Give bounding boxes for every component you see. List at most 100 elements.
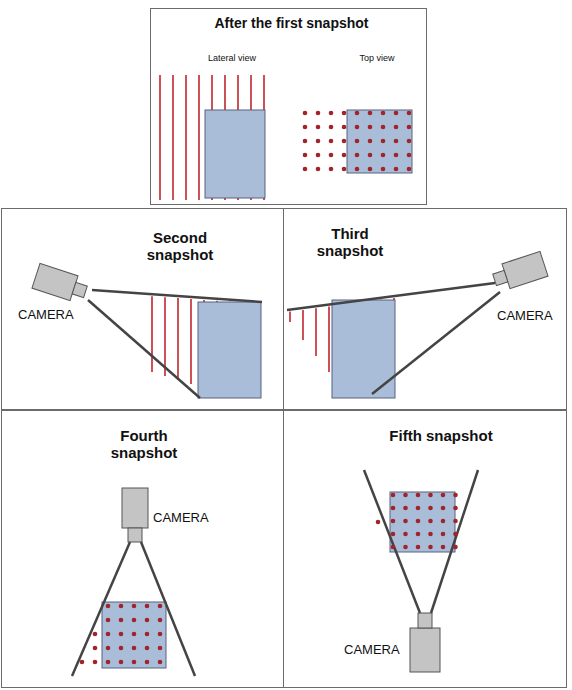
scan-dot bbox=[381, 153, 386, 158]
object-block bbox=[102, 602, 166, 668]
camera-symbol bbox=[122, 488, 148, 528]
scan-dot bbox=[132, 604, 137, 609]
scan-dot bbox=[93, 646, 98, 651]
scan-dot bbox=[381, 167, 386, 172]
scan-dot bbox=[158, 618, 163, 623]
panel-heading: Fifth snapshot bbox=[376, 427, 506, 444]
scan-dot bbox=[329, 111, 334, 116]
scan-line bbox=[198, 75, 200, 200]
scan-line bbox=[185, 75, 187, 200]
scan-dot bbox=[132, 618, 137, 623]
camera-label: CAMERA bbox=[153, 511, 233, 526]
scan-dot bbox=[407, 153, 412, 158]
view-cone bbox=[88, 300, 200, 398]
scan-dot bbox=[416, 493, 421, 498]
scan-dot bbox=[394, 125, 399, 130]
scan-dot bbox=[368, 153, 373, 158]
scan-dot bbox=[403, 506, 408, 511]
panel-heading: Third snapshot bbox=[302, 225, 398, 260]
snapshot-panel: Second snapshotCAMERA bbox=[1, 208, 284, 410]
scan-dot bbox=[376, 520, 381, 525]
scan-line bbox=[328, 307, 330, 372]
scan-dot bbox=[368, 125, 373, 130]
scan-dot bbox=[407, 111, 412, 116]
camera-symbol bbox=[491, 251, 548, 292]
scan-dot bbox=[316, 139, 321, 144]
scan-line bbox=[302, 310, 304, 340]
scan-dot bbox=[145, 660, 150, 665]
scan-dot bbox=[381, 125, 386, 130]
object-block bbox=[198, 302, 261, 398]
scan-dot bbox=[342, 111, 347, 116]
scan-dot bbox=[342, 167, 347, 172]
scan-dots bbox=[80, 111, 458, 665]
scan-dot bbox=[394, 153, 399, 158]
scan-dot bbox=[329, 167, 334, 172]
scan-dot bbox=[132, 660, 137, 665]
scan-dot bbox=[316, 125, 321, 130]
scan-line bbox=[159, 75, 161, 200]
scan-dot bbox=[145, 646, 150, 651]
scan-dot bbox=[329, 125, 334, 130]
view-cone bbox=[92, 290, 262, 302]
scan-dot bbox=[342, 139, 347, 144]
scan-dot bbox=[132, 646, 137, 651]
view-cone bbox=[287, 283, 495, 310]
scan-dot bbox=[441, 506, 446, 511]
scan-dot bbox=[441, 519, 446, 524]
scan-dot bbox=[403, 545, 408, 550]
scan-dot bbox=[158, 632, 163, 637]
scan-dot bbox=[106, 632, 111, 637]
scan-dot bbox=[441, 532, 446, 537]
scan-dot bbox=[453, 506, 458, 511]
scan-dot bbox=[428, 506, 433, 511]
scan-dot bbox=[394, 139, 399, 144]
view-cone bbox=[141, 542, 195, 676]
scan-dot bbox=[106, 660, 111, 665]
scan-line bbox=[289, 312, 291, 322]
scan-dot bbox=[158, 660, 163, 665]
scan-dot bbox=[391, 545, 396, 550]
camera-symbol bbox=[410, 628, 440, 672]
scan-dot bbox=[329, 139, 334, 144]
scan-dot bbox=[368, 111, 373, 116]
scan-dot bbox=[403, 532, 408, 537]
scan-dot bbox=[453, 493, 458, 498]
scan-line bbox=[172, 75, 174, 200]
scan-dot bbox=[428, 519, 433, 524]
object-block bbox=[390, 492, 455, 552]
scan-dot bbox=[428, 493, 433, 498]
panel-heading: Fourth snapshot bbox=[94, 427, 194, 462]
scan-dot bbox=[342, 153, 347, 158]
view-cone bbox=[431, 470, 478, 613]
scan-dot bbox=[394, 167, 399, 172]
scan-dot bbox=[316, 153, 321, 158]
scan-dot bbox=[93, 660, 98, 665]
scan-dot bbox=[145, 618, 150, 623]
scan-dot bbox=[355, 167, 360, 172]
scan-dot bbox=[391, 493, 396, 498]
scan-dot bbox=[391, 519, 396, 524]
scan-dot bbox=[428, 545, 433, 550]
scan-dot bbox=[441, 493, 446, 498]
scan-line bbox=[315, 308, 317, 356]
scan-dot bbox=[416, 506, 421, 511]
scan-dot bbox=[303, 125, 308, 130]
scan-dot bbox=[416, 545, 421, 550]
scan-dot bbox=[132, 632, 137, 637]
scan-dot bbox=[158, 646, 163, 651]
scan-dot bbox=[407, 125, 412, 130]
panel-heading: After the first snapshot bbox=[153, 15, 430, 31]
scan-dot bbox=[106, 646, 111, 651]
scan-dot bbox=[407, 139, 412, 144]
camera-label: CAMERA bbox=[344, 643, 408, 658]
scan-dot bbox=[316, 167, 321, 172]
scan-dot bbox=[119, 660, 124, 665]
view-cone bbox=[372, 292, 500, 394]
scan-dot bbox=[145, 632, 150, 637]
scan-dot bbox=[303, 167, 308, 172]
snapshot-panel: Fourth snapshotCAMERA bbox=[1, 410, 284, 688]
scan-line bbox=[177, 298, 179, 380]
scan-dot bbox=[441, 545, 446, 550]
